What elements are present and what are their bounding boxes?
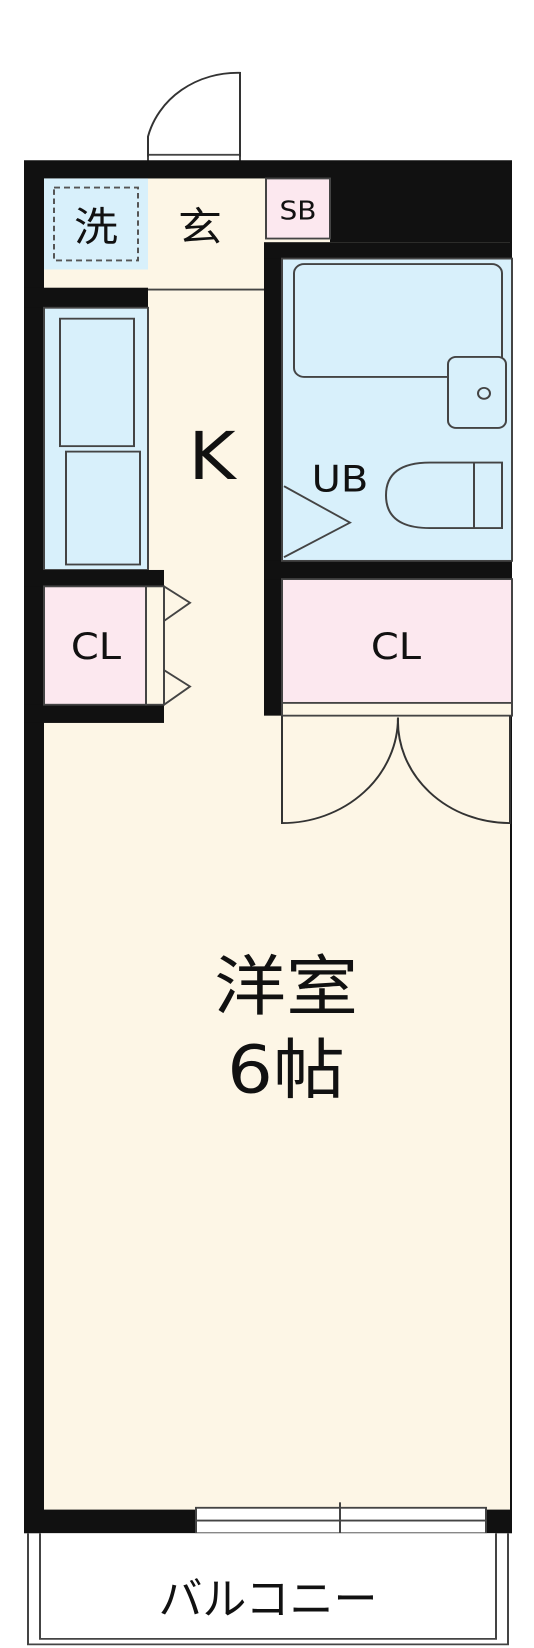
washer-area: 洗 xyxy=(44,178,148,270)
balcony-label: バルコニー xyxy=(158,1574,377,1625)
room-double-door xyxy=(281,715,511,825)
closet-right-label: CL xyxy=(371,626,422,669)
bathtub xyxy=(293,263,503,378)
closet-left: CL xyxy=(43,585,192,706)
kitchen-label: K xyxy=(188,419,237,495)
unit-bath-label: UB xyxy=(312,458,369,501)
wall-kitchen-top xyxy=(24,287,148,308)
unit-bath: UB xyxy=(281,257,513,562)
wall-bath-bottom xyxy=(264,560,512,580)
shoe-box: SB xyxy=(265,177,331,240)
balcony-outline xyxy=(39,1533,497,1640)
balcony-outline-outer xyxy=(27,1533,509,1646)
entrance-label: 玄 xyxy=(178,203,222,250)
closet-left-label: CL xyxy=(71,626,122,669)
shoe-box-label: SB xyxy=(280,197,317,227)
washer-label: 洗 xyxy=(74,203,118,250)
room-size-label: 6帖 xyxy=(227,1033,345,1109)
wall-left-closet-top xyxy=(24,569,164,587)
room-name-label: 洋室 xyxy=(214,949,358,1025)
wall-block-top-right xyxy=(330,163,512,243)
wall-bath-left xyxy=(264,251,282,716)
closet-right: CL xyxy=(281,578,513,717)
wall-bath-top xyxy=(264,242,512,259)
balcony-window xyxy=(195,1502,487,1539)
kitchen-counter xyxy=(43,306,149,571)
wall-left-closet-bottom xyxy=(24,704,164,723)
bath-door-swing xyxy=(283,485,352,559)
sink xyxy=(447,356,507,429)
